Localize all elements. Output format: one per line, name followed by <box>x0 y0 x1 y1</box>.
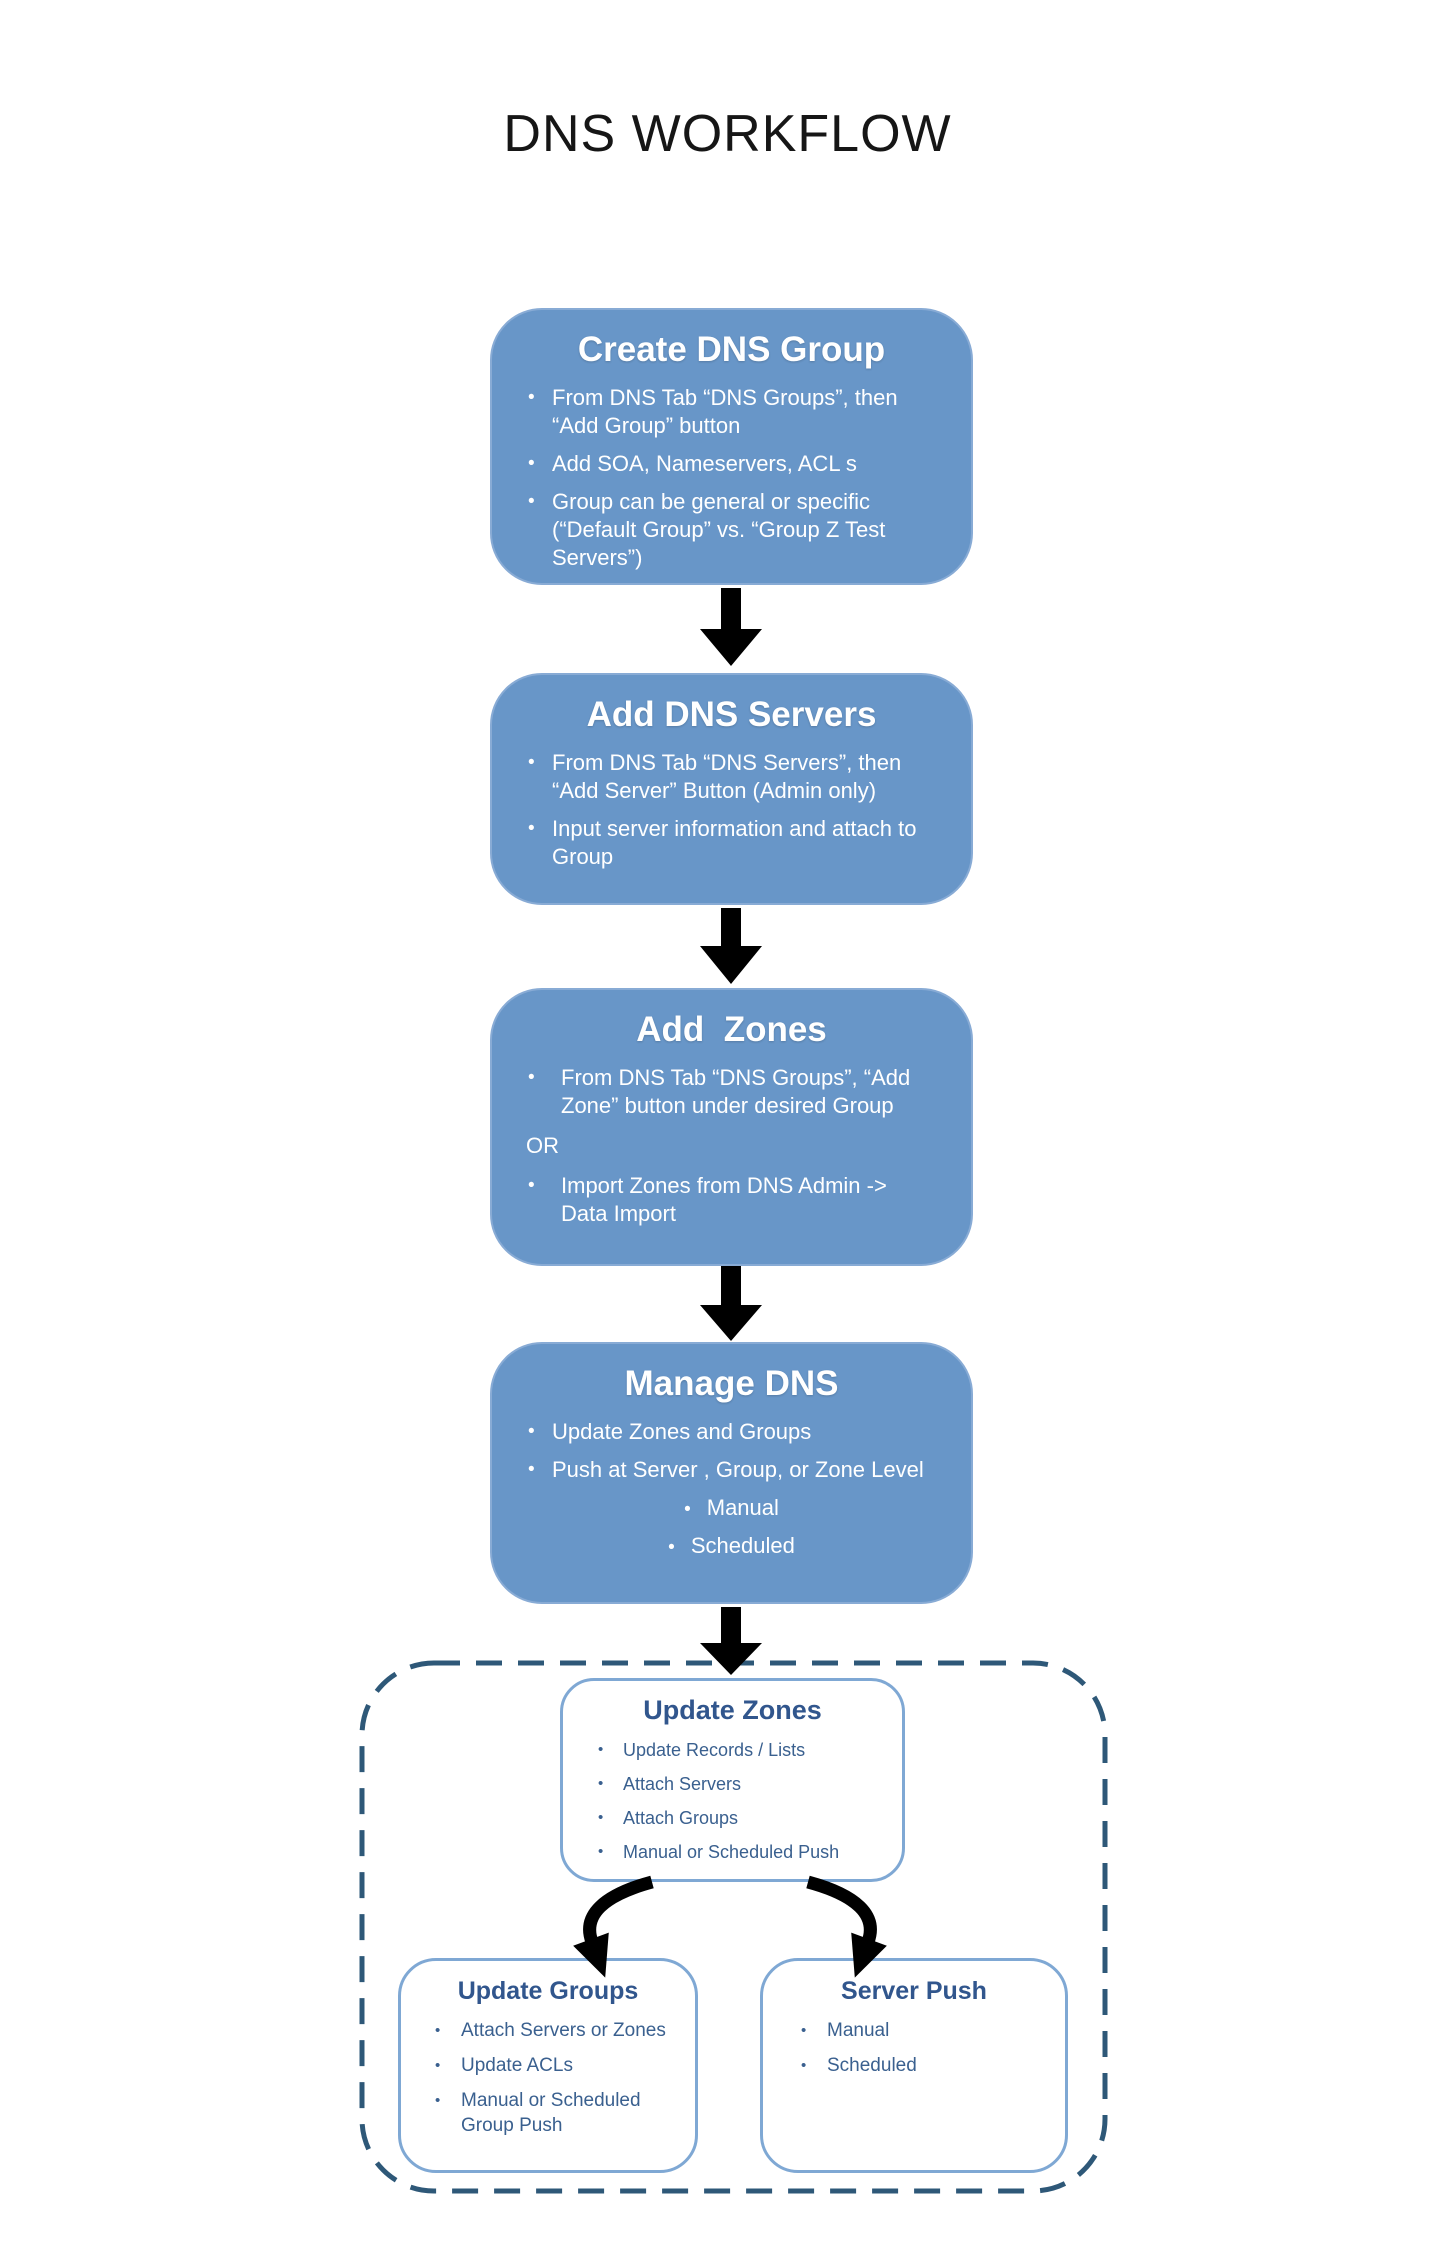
arrow-down-icon <box>700 1607 762 1675</box>
list-item: • Update ACLs <box>421 2053 675 2078</box>
bullet-icon: • <box>598 1741 604 1758</box>
add-dns-servers-title: Add DNS Servers <box>586 695 877 734</box>
list-item: • Manual <box>526 1494 937 1524</box>
bullet-icon: • <box>801 2057 807 2074</box>
bullet-icon: • <box>528 1175 535 1196</box>
or-label: OR <box>526 1133 559 1158</box>
list-item: • Scheduled <box>526 1532 937 1562</box>
create-dns-group-box: Create DNS Group • From DNS Tab “DNS Gro… <box>490 308 973 585</box>
arrow-down-icon <box>700 588 762 666</box>
list-item-text: Attach Servers or Zones <box>461 2020 666 2041</box>
list-item-text: Attach Servers <box>623 1774 742 1794</box>
bullet-icon: • <box>435 2092 441 2109</box>
list-item: • Manual <box>787 2018 1041 2043</box>
update-zones-box: Update Zones • Update Records / Lists • … <box>560 1678 905 1882</box>
bullet-icon: • <box>684 1499 691 1520</box>
curved-arrow-right-icon <box>806 1875 887 1978</box>
bullet-icon: • <box>435 2057 441 2074</box>
add-zones-title: Add Zones <box>636 1010 827 1049</box>
add-zones-box: Add Zones • From DNS Tab “DNS Groups”, “… <box>490 988 973 1266</box>
list-item: • From DNS Tab “DNS Groups”, then “Add G… <box>526 384 937 440</box>
bullet-icon: • <box>528 491 535 512</box>
list-item: • Manual or Scheduled Push <box>589 1840 876 1864</box>
list-item-text: Add SOA, Nameservers, ACL s <box>552 451 857 476</box>
list-item-text: Update Records / Lists <box>623 1740 806 1760</box>
bullet-icon: • <box>528 1421 535 1442</box>
list-item: • Manual or Scheduled Group Push <box>421 2088 675 2138</box>
curved-arrow-left-icon <box>573 1875 654 1978</box>
list-item: • Input server information and attach to… <box>526 815 937 871</box>
bullet-icon: • <box>435 2022 441 2039</box>
bullet-icon: • <box>528 1459 535 1480</box>
list-item-text: Import Zones from DNS Admin -> Data Impo… <box>561 1173 887 1226</box>
server-push-title: Server Push <box>841 1977 987 2005</box>
bullet-icon: • <box>528 1067 535 1088</box>
list-item-text: Scheduled <box>690 1533 795 1558</box>
list-item: • Update Records / Lists <box>589 1738 876 1762</box>
bullet-icon: • <box>528 453 535 474</box>
list-item-text: From DNS Tab “DNS Groups”, “Add Zone” bu… <box>561 1065 911 1118</box>
list-item: • From DNS Tab “DNS Servers”, then “Add … <box>526 749 937 805</box>
update-groups-box: Update Groups • Attach Servers or Zones … <box>398 1958 698 2173</box>
list-item: • Push at Server , Group, or Zone Level <box>526 1456 937 1484</box>
list-item-text: Manual or Scheduled Push <box>623 1842 840 1862</box>
list-item: • Attach Servers <box>589 1772 876 1796</box>
list-item: • Update Zones and Groups <box>526 1418 937 1446</box>
list-item-text: Attach Groups <box>623 1808 739 1828</box>
server-push-box: Server Push • Manual • Scheduled <box>760 1958 1068 2173</box>
manage-dns-box: Manage DNS • Update Zones and Groups • P… <box>490 1342 973 1604</box>
list-item-text: From DNS Tab “DNS Servers”, then “Add Se… <box>552 750 902 803</box>
list-item-text: Update ACLs <box>461 2055 573 2076</box>
list-item: • Add SOA, Nameservers, ACL s <box>526 450 937 478</box>
list-item-text: Update Zones and Groups <box>552 1419 812 1444</box>
list-item-text: Manual <box>706 1495 779 1520</box>
add-dns-servers-box: Add DNS Servers • From DNS Tab “DNS Serv… <box>490 673 973 905</box>
list-item-text: Manual <box>827 2020 890 2041</box>
page-title: DNS WORKFLOW <box>503 105 952 163</box>
list-item: • Attach Groups <box>589 1806 876 1830</box>
bullet-icon: • <box>598 1809 604 1826</box>
manage-dns-title: Manage DNS <box>624 1364 839 1403</box>
list-item-text: Scheduled <box>827 2055 917 2076</box>
list-item-text: Input server information and attach to G… <box>552 816 917 869</box>
bullet-icon: • <box>528 752 535 773</box>
bullet-icon: • <box>801 2022 807 2039</box>
update-groups-title: Update Groups <box>457 1977 639 2005</box>
arrow-down-icon <box>700 1266 762 1341</box>
arrow-down-icon <box>700 908 762 984</box>
list-item: • Attach Servers or Zones <box>421 2018 675 2043</box>
list-item-text: From DNS Tab “DNS Groups”, then “Add Gro… <box>552 385 898 438</box>
list-item: • Scheduled <box>787 2053 1041 2078</box>
bullet-icon: • <box>528 387 535 408</box>
list-item: • Group can be general or specific (“Def… <box>526 488 937 572</box>
list-item-text: Manual or Scheduled Group Push <box>461 2090 641 2136</box>
bullet-icon: • <box>668 1537 675 1558</box>
bullet-icon: • <box>528 818 535 839</box>
update-zones-title: Update Zones <box>643 1695 822 1725</box>
bullet-icon: • <box>598 1843 604 1860</box>
list-item: • From DNS Tab “DNS Groups”, “Add Zone” … <box>526 1064 937 1120</box>
bullet-icon: • <box>598 1775 604 1792</box>
list-item-text: Push at Server , Group, or Zone Level <box>552 1457 924 1482</box>
list-item-text: Group can be general or specific (“Defau… <box>552 489 886 570</box>
list-item: • Import Zones from DNS Admin -> Data Im… <box>526 1172 937 1228</box>
create-dns-group-title: Create DNS Group <box>577 330 886 369</box>
